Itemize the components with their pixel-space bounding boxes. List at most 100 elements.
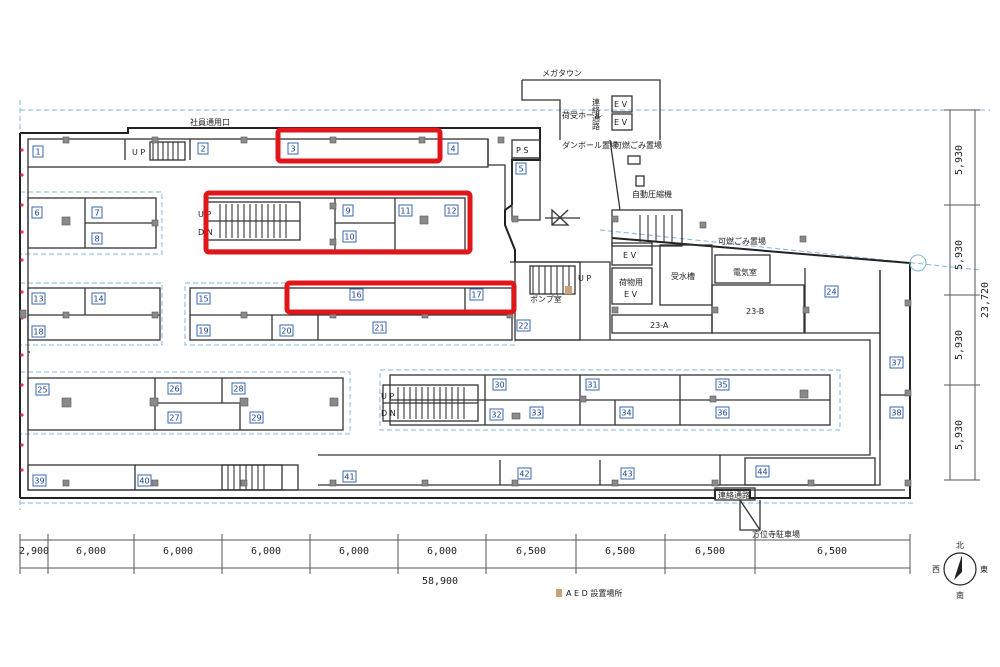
unit-number: 31 xyxy=(587,381,597,390)
unit-number: 22 xyxy=(518,322,528,331)
unit-number: 14 xyxy=(93,295,103,304)
unit-number: 15 xyxy=(198,295,208,304)
unit-box xyxy=(32,145,44,158)
room-row-4 xyxy=(27,374,831,431)
receiving-hall-label: 荷受ホール xyxy=(562,110,602,120)
unit-box xyxy=(196,324,211,337)
megatown-label: メガタウン xyxy=(542,68,582,78)
unit-box xyxy=(447,142,459,155)
highlighted-units xyxy=(203,127,517,315)
dimension-label: 6,500 xyxy=(516,546,546,557)
highlight-units-9-12 xyxy=(203,190,473,255)
ev-label-1: E V xyxy=(614,100,628,109)
escalator-2: U P D N xyxy=(381,384,479,422)
unit-box xyxy=(824,285,839,298)
unit-box xyxy=(35,383,50,396)
unit-box xyxy=(197,142,209,155)
unit-number: 26 xyxy=(169,385,179,394)
unit-box xyxy=(196,292,211,305)
freight-ev-sublabel: E V xyxy=(624,290,638,299)
aed-marker xyxy=(565,286,572,294)
unit-number: 3 xyxy=(290,145,295,154)
structural-columns xyxy=(19,136,912,487)
highlight-unit-3 xyxy=(275,127,443,164)
unit-number: 5 xyxy=(518,165,523,174)
unit-number: 4 xyxy=(450,145,455,154)
dimension-label: 6,000 xyxy=(427,546,457,557)
unit-box xyxy=(31,292,46,305)
freight-ev-label: 荷物用 xyxy=(619,277,643,287)
unit-box xyxy=(469,288,484,301)
unit-box xyxy=(137,474,152,487)
south-exit: 連絡通路 方位寺駐車場 xyxy=(714,487,800,539)
dimension-label: 6,000 xyxy=(163,546,193,557)
unit-number: 7 xyxy=(94,209,99,218)
unit-box xyxy=(167,411,182,424)
unit-box xyxy=(31,206,43,219)
left-wall-markers xyxy=(20,148,24,472)
unit-box xyxy=(492,378,507,391)
unit-number: 42 xyxy=(519,470,529,479)
unit-box xyxy=(585,378,600,391)
unit-box xyxy=(91,232,103,245)
unit-box xyxy=(32,474,47,487)
unit-number: 32 xyxy=(491,411,501,420)
dimension-right-total: 23,720 xyxy=(980,282,991,318)
dimension-label: 6,000 xyxy=(76,546,106,557)
up-label-small: U P xyxy=(132,148,145,157)
unit-box xyxy=(372,321,387,334)
unit-number: 40 xyxy=(139,477,149,486)
unit-box xyxy=(444,204,459,217)
unit-number: 10 xyxy=(344,233,354,242)
dimension-label: 6,500 xyxy=(605,546,635,557)
dimension-label: 6,000 xyxy=(339,546,369,557)
water-tank-label: 受水槽 xyxy=(671,271,695,281)
unit-box xyxy=(342,204,354,217)
grid-reference-circle xyxy=(909,254,927,272)
dimension-label: 6,500 xyxy=(695,546,725,557)
unit-number: 43 xyxy=(622,470,632,479)
dimension-label: 2,900 xyxy=(19,546,49,557)
unit-box xyxy=(167,382,182,395)
dimension-total: 58,900 xyxy=(422,576,458,587)
unit-box xyxy=(715,378,730,391)
unit-box xyxy=(342,230,357,243)
unit-box xyxy=(715,406,730,419)
unit-box xyxy=(249,411,264,424)
escalator-2-up: U P xyxy=(381,392,394,401)
unit-box xyxy=(620,467,635,480)
dimension-label: 5,930 xyxy=(954,145,965,175)
unit-number: 1 xyxy=(35,148,40,157)
renraku-label-bottom: 連絡通路 xyxy=(718,490,750,500)
compass: 北 南 東 西 xyxy=(932,541,988,600)
cardboard-label: ダンボール置場 xyxy=(562,140,618,150)
structural-grid xyxy=(19,100,990,510)
unit-number: 36 xyxy=(717,409,727,418)
unit-number: 34 xyxy=(621,409,631,418)
unit-number: 28 xyxy=(233,385,243,394)
unit-number: 2 xyxy=(200,145,205,154)
dimension-label: 5,930 xyxy=(954,330,965,360)
unit-number: 21 xyxy=(374,324,384,333)
unit-box xyxy=(516,319,531,332)
aed-legend-label: A E D 設置場所 xyxy=(566,588,622,598)
compass-south: 南 xyxy=(956,590,964,600)
unit-number: 25 xyxy=(37,386,47,395)
unit-number: 20 xyxy=(281,327,291,336)
unit-number: 37 xyxy=(891,359,901,368)
room-23b-label: 23-B xyxy=(746,307,764,316)
megatown-area: メガタウン E V E V 連絡通路 荷受ホール ダンボール置場 可燃ごみ置場 … xyxy=(521,68,672,211)
unit-box xyxy=(231,382,246,395)
unit-box xyxy=(889,406,904,419)
ev-label-3: E V xyxy=(623,251,637,260)
up-label-core: U P xyxy=(578,274,591,283)
unit-box xyxy=(529,406,544,419)
core-area: U P ポンプ室 E V 荷物用 E V 受水槽 電気室 可燃ごみ置場 xyxy=(514,208,771,341)
east-rooms: 23-A 23-B xyxy=(611,268,905,440)
unit-number: 11 xyxy=(400,207,410,216)
parking-label: 方位寺駐車場 xyxy=(752,529,800,539)
unit-box xyxy=(31,325,46,338)
garbage-label-1: 可燃ごみ置場 xyxy=(614,140,662,150)
